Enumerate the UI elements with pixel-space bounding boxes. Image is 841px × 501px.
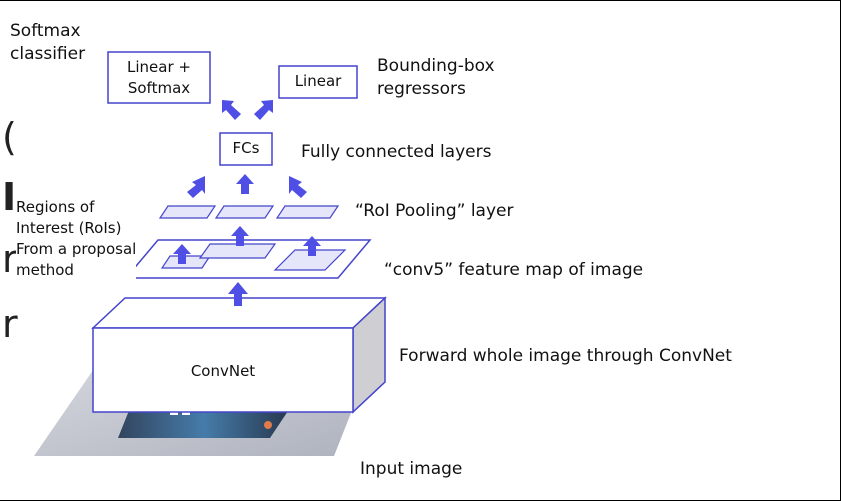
input-image-label: Input image xyxy=(360,459,463,479)
forward-label: Forward whole image through ConvNet xyxy=(399,346,732,366)
roi-pooling-outputs xyxy=(158,205,340,219)
conv5-feature-map xyxy=(124,239,372,279)
linear-softmax-label: Linear + Softmax xyxy=(127,58,191,97)
conv5-label: “conv5” feature map of image xyxy=(384,260,644,280)
fcs-label: FCs xyxy=(232,139,260,157)
linear-softmax-box xyxy=(107,51,211,104)
background-fragment: r xyxy=(2,302,18,346)
arrow-up-icon xyxy=(228,282,248,306)
fc-layers-label: Fully connected layers xyxy=(301,142,492,162)
softmax-classifier-label: Softmax classifier xyxy=(10,21,86,64)
rois-label: Regions of Interest (RoIs) From a propos… xyxy=(16,197,137,281)
background-fragment: ( xyxy=(2,115,17,159)
background-fragment: r xyxy=(2,237,18,281)
linear-box xyxy=(278,65,358,99)
convnet-label: ConvNet xyxy=(190,362,256,380)
roi-region-3 xyxy=(273,249,347,271)
convnet-block xyxy=(91,296,387,414)
roi-region-2 xyxy=(198,243,277,259)
linear-label: Linear xyxy=(294,72,342,90)
roi-arrows xyxy=(173,226,321,264)
background-fragment: I xyxy=(2,175,17,219)
fcs-box xyxy=(219,132,273,166)
output-arrows xyxy=(222,100,273,120)
fc-arrows xyxy=(187,174,307,198)
roi-pooling-label: “RoI Pooling” layer xyxy=(355,201,514,221)
bbox-regressors-label: Bounding-box regressors xyxy=(377,56,495,99)
